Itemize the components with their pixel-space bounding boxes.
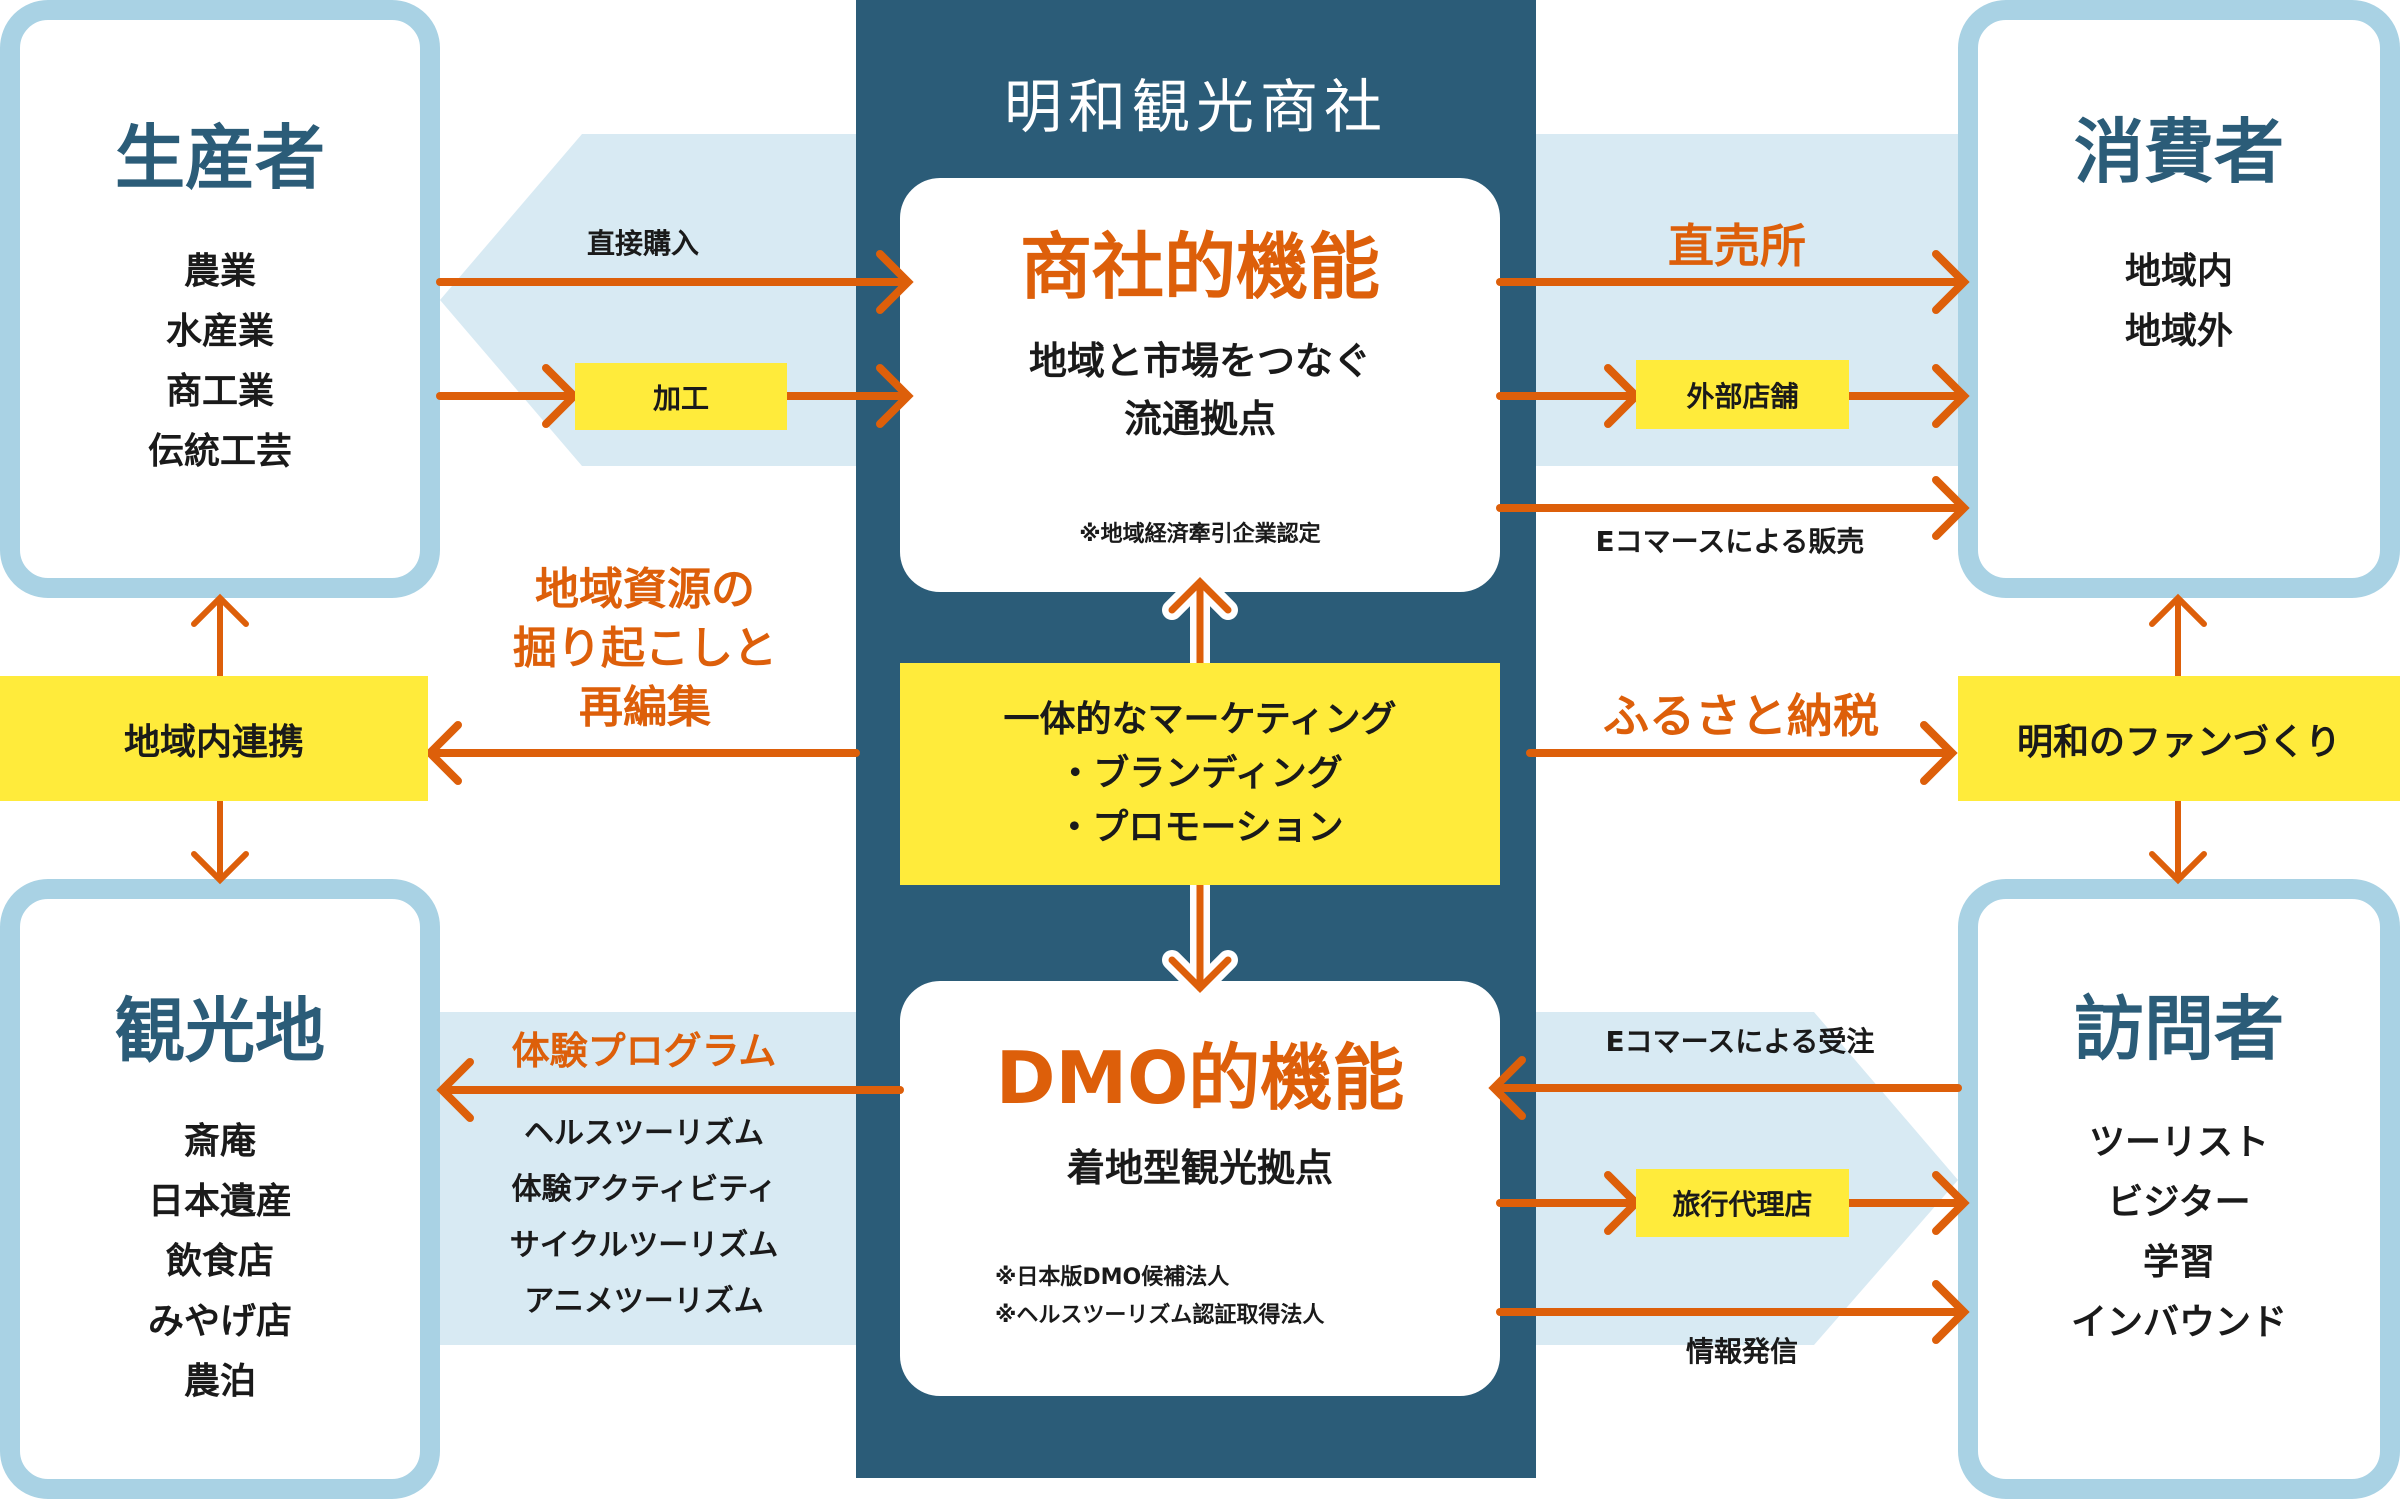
visitors-item: インバウンド bbox=[2070, 1302, 2287, 1343]
visitors-list: ツーリスト ビジター 学習 インバウンド bbox=[1978, 1113, 2380, 1353]
arrow-right-hub-down bbox=[2149, 798, 2207, 885]
trading-function-title: 商社的機能 bbox=[1019, 225, 1380, 309]
consumers-box: 消費者 地域内 地域外 bbox=[1958, 0, 2400, 598]
arrow-hometown-tax bbox=[1526, 721, 1958, 785]
marketing-line-1: 一体的なマーケティング bbox=[1003, 699, 1397, 740]
label-info-dissemination: 情報発信 bbox=[1685, 1335, 1798, 1368]
arrow-travel-agency-in bbox=[1496, 1171, 1642, 1235]
label-ec-orders: Eコマースによる受注 bbox=[1605, 1025, 1875, 1058]
tourist-spots-item: 農泊 bbox=[183, 1361, 256, 1402]
visitors-title: 訪問者 bbox=[2074, 988, 2284, 1070]
resource-line: 地域資源の bbox=[535, 564, 755, 615]
arrow-info-dissemination bbox=[1496, 1280, 1970, 1344]
dmo-function-card: DMO的機能 着地型観光拠点 ※日本版DMO候補法人 ※ヘルスツーリズム認証取得… bbox=[900, 981, 1500, 1396]
tourist-spots-item: 日本遺産 bbox=[147, 1181, 292, 1222]
trading-function-card: 商社的機能 地域と市場をつなぐ 流通拠点 ※地域経済牽引企業認定 bbox=[900, 178, 1500, 592]
tourist-spots-item: 斎庵 bbox=[183, 1121, 256, 1162]
experience-item: 体験アクティビティ bbox=[511, 1172, 777, 1207]
processing-label: 加工 bbox=[652, 381, 709, 415]
resource-line: 再編集 bbox=[579, 682, 711, 733]
arrow-direct-purchase bbox=[436, 250, 914, 314]
consumers-title: 消費者 bbox=[2074, 111, 2284, 193]
external-store-box: 外部店舗 bbox=[1636, 360, 1849, 429]
arrow-ec-sales bbox=[1496, 476, 1970, 540]
marketing-line-2: ・ブランディング bbox=[1057, 753, 1343, 794]
external-store-label: 外部店舗 bbox=[1686, 379, 1799, 413]
label-resource-redevelopment: 地域資源の 掘り起こしと 再編集 bbox=[480, 560, 810, 737]
trading-function-note: ※地域経済牽引企業認定 bbox=[1079, 522, 1321, 547]
producers-item: 農業 bbox=[183, 251, 256, 292]
label-experience-program: 体験プログラム bbox=[511, 1029, 777, 1073]
arrow-external-store-in bbox=[1496, 364, 1642, 428]
arrow-ec-orders bbox=[1488, 1056, 1962, 1120]
arrow-travel-agency-out bbox=[1845, 1171, 1970, 1235]
producers-box: 生産者 農業 水産業 商工業 伝統工芸 bbox=[0, 0, 440, 598]
producers-item: 伝統工芸 bbox=[147, 431, 292, 472]
travel-agency-label: 旅行代理店 bbox=[1672, 1188, 1813, 1221]
tourist-spots-list: 斎庵 日本遺産 飲食店 みやげ店 農泊 bbox=[20, 1112, 420, 1412]
dmo-function-note-1: ※日本版DMO候補法人 bbox=[995, 1265, 1230, 1290]
label-direct-purchase: 直接購入 bbox=[586, 227, 699, 260]
experience-items: ヘルスツーリズム 体験アクティビティ サイクルツーリズム アニメツーリズム bbox=[494, 1106, 794, 1330]
left-hub-regional-cooperation: 地域内連携 bbox=[0, 676, 428, 801]
producers-item: 水産業 bbox=[165, 311, 274, 352]
consumers-item: 地域外 bbox=[2124, 311, 2233, 352]
tourist-spots-item: 飲食店 bbox=[165, 1241, 274, 1282]
visitors-item: ビジター bbox=[2107, 1182, 2251, 1223]
marketing-line-3: ・プロモーション bbox=[1056, 807, 1344, 848]
band-dmo-to-tourist-spots bbox=[440, 1012, 856, 1345]
label-hometown-tax: ふるさと納税 bbox=[1603, 689, 1879, 743]
trading-function-subtitle-2: 流通拠点 bbox=[1123, 397, 1276, 441]
arrow-left-hub-up bbox=[191, 593, 249, 679]
arrow-experience-program bbox=[436, 1058, 904, 1122]
dmo-function-subtitle: 着地型観光拠点 bbox=[1066, 1146, 1333, 1190]
trading-function-subtitle-1: 地域と市場をつなぐ bbox=[1028, 339, 1371, 383]
experience-item: サイクルツーリズム bbox=[509, 1228, 779, 1263]
arrow-external-store-out bbox=[1845, 364, 1970, 428]
experience-item: アニメツーリズム bbox=[524, 1284, 764, 1319]
experience-item: ヘルスツーリズム bbox=[524, 1116, 764, 1151]
arrow-processing-out bbox=[783, 364, 914, 428]
consumers-list: 地域内 地域外 bbox=[1978, 242, 2380, 362]
consumers-item: 地域内 bbox=[2124, 251, 2233, 292]
dmo-function-title: DMO的機能 bbox=[995, 1036, 1405, 1120]
producers-list: 農業 水産業 商工業 伝統工芸 bbox=[20, 242, 420, 482]
tourist-spots-title: 観光地 bbox=[115, 990, 325, 1072]
right-hub-fan-building: 明和のファンづくり bbox=[1958, 676, 2400, 801]
right-hub-label: 明和のファンづくり bbox=[2016, 721, 2341, 763]
arrow-center-down bbox=[1162, 875, 1238, 1003]
label-direct-store: 直売所 bbox=[1668, 219, 1806, 273]
label-ec-sales: Eコマースによる販売 bbox=[1595, 525, 1865, 558]
arrow-resource-redevelopment bbox=[424, 721, 860, 785]
arrow-left-hub-down bbox=[191, 798, 249, 885]
producers-title: 生産者 bbox=[115, 117, 325, 199]
corporation-title: 明和観光商社 bbox=[1003, 73, 1388, 141]
visitors-item: ツーリスト bbox=[2088, 1122, 2269, 1163]
visitors-item: 学習 bbox=[2142, 1242, 2215, 1283]
travel-agency-box: 旅行代理店 bbox=[1636, 1169, 1849, 1237]
processing-box: 加工 bbox=[575, 363, 787, 430]
visitors-box: 訪問者 ツーリスト ビジター 学習 インバウンド bbox=[1958, 879, 2400, 1499]
arrow-processing-in bbox=[436, 364, 580, 428]
resource-line: 掘り起こしと bbox=[513, 623, 777, 674]
integrated-marketing-box: 一体的なマーケティング ・ブランディング ・プロモーション bbox=[900, 663, 1500, 885]
arrow-center-up bbox=[1162, 567, 1238, 673]
producers-item: 商工業 bbox=[165, 371, 274, 412]
tourist-spots-item: みやげ店 bbox=[147, 1301, 292, 1342]
arrow-right-hub-up bbox=[2149, 593, 2207, 679]
dmo-function-note-2: ※ヘルスツーリズム認証取得法人 bbox=[995, 1303, 1325, 1328]
left-hub-label: 地域内連携 bbox=[123, 721, 304, 763]
arrow-direct-store bbox=[1496, 250, 1970, 314]
tourist-spots-box: 観光地 斎庵 日本遺産 飲食店 みやげ店 農泊 bbox=[0, 879, 440, 1499]
